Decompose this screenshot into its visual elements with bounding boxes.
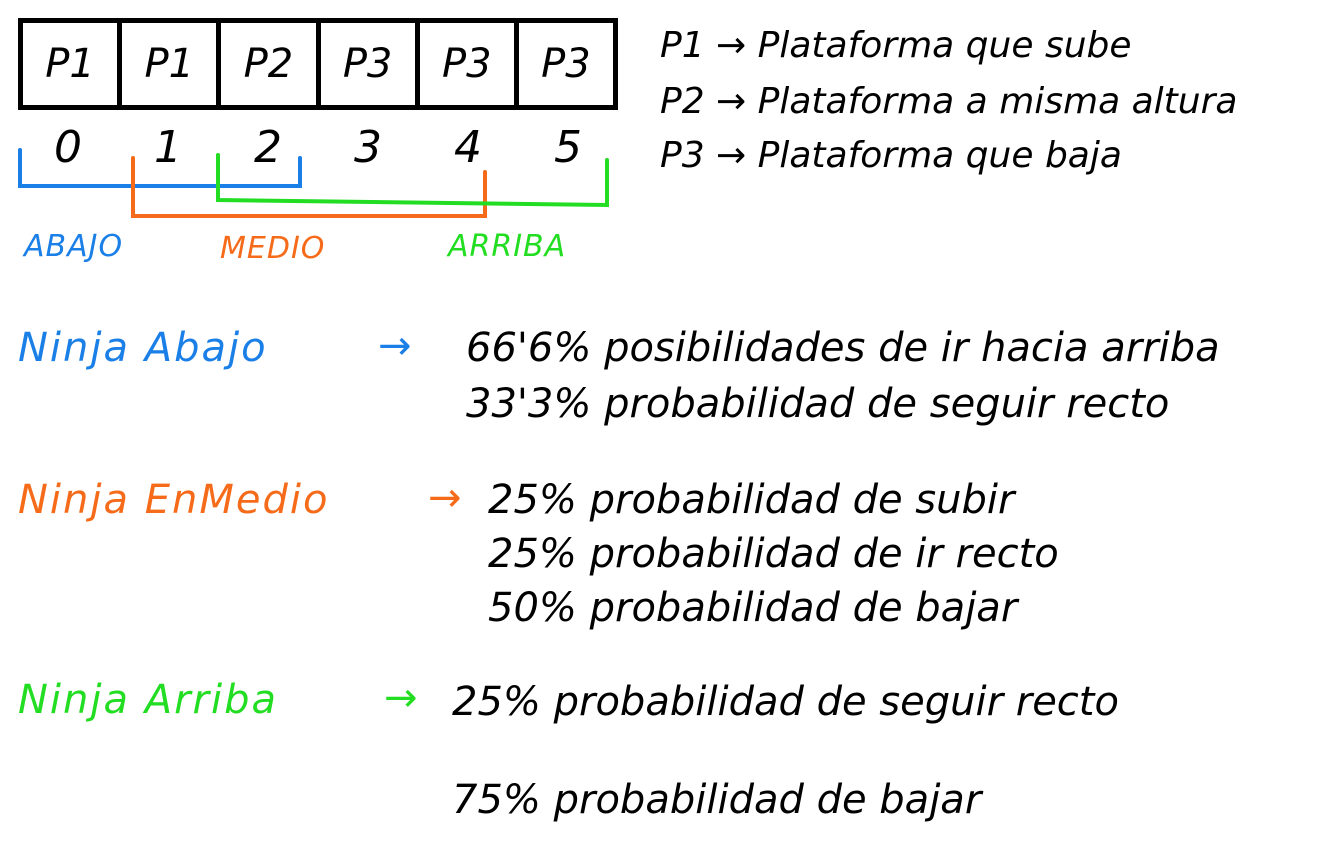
legend-p3: P3 → Plataforma que baja: [660, 135, 1122, 176]
legend-p2: P2 → Plataforma a misma altura: [660, 81, 1238, 122]
abajo-bracket: [18, 148, 302, 188]
platform-cell-3: P3: [321, 23, 420, 105]
ninja-abajo-line-2: 33'3% probabilidad de seguir recto: [466, 381, 1170, 427]
index-row: 0 1 2 3 4 5: [18, 126, 618, 170]
index-3: 3: [354, 122, 382, 173]
medio-range-label: MEDIO: [220, 231, 326, 266]
platform-cell-1: P1: [122, 23, 222, 105]
ninja-medio-line-2: 25% probabilidad de ir recto: [488, 531, 1059, 577]
index-4: 4: [454, 122, 482, 173]
medio-bracket: [131, 156, 487, 218]
arriba-bracket: [216, 153, 609, 208]
ninja-medio-line-1: 25% probabilidad de subir: [488, 477, 1015, 523]
index-0: 0: [54, 122, 82, 173]
index-2: 2: [254, 122, 282, 173]
ninja-medio-arrow: →: [428, 475, 462, 521]
ninja-abajo-line-1: 66'6% posibilidades de ir hacia arriba: [466, 325, 1220, 371]
ninja-arriba-arrow: →: [384, 675, 418, 721]
platform-cell-4: P3: [420, 23, 519, 105]
index-1: 1: [154, 122, 182, 173]
platform-cell-5: P3: [541, 41, 591, 87]
ninja-abajo-arrow: →: [378, 323, 412, 369]
platform-cell-0: P1: [23, 23, 123, 105]
abajo-range-label: ABAJO: [24, 229, 124, 264]
platform-cell-2: P2: [221, 23, 321, 105]
platform-strip: P1 P1 P2 P3 P3 P3: [18, 18, 618, 110]
ninja-arriba-line-1: 25% probabilidad de seguir recto: [452, 679, 1119, 725]
ninja-medio-line-3: 50% probabilidad de bajar: [488, 585, 1018, 631]
ninja-arriba-label: Ninja Arriba: [18, 677, 278, 723]
ninja-abajo-label: Ninja Abajo: [18, 325, 268, 371]
ninja-arriba-line-2: 75% probabilidad de bajar: [452, 777, 982, 823]
ninja-medio-label: Ninja EnMedio: [18, 477, 330, 523]
index-5: 5: [554, 122, 582, 173]
legend-p1: P1 → Plataforma que sube: [660, 25, 1132, 66]
arriba-range-label: ARRIBA: [448, 229, 567, 264]
